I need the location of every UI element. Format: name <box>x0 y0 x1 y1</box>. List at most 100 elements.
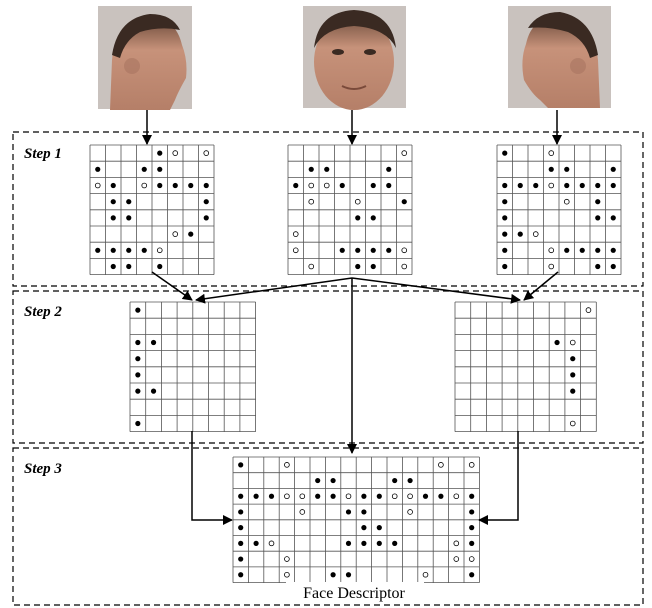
filled-dot <box>610 263 616 270</box>
filled-dot <box>502 215 508 221</box>
arrow-right-grid-to-step2-right <box>523 271 559 301</box>
filled-dot <box>238 540 244 546</box>
filled-dot <box>293 182 299 189</box>
filled-dot <box>110 182 116 189</box>
hollow-dot <box>345 493 352 500</box>
filled-dot <box>392 540 398 546</box>
filled-dot <box>361 540 367 546</box>
filled-dot <box>469 525 475 531</box>
hollow-dot <box>284 571 290 578</box>
filled-dot <box>502 247 508 253</box>
step-2-box <box>12 290 644 444</box>
filled-dot <box>355 263 361 270</box>
filled-dot <box>157 166 163 172</box>
hollow-dot <box>563 198 570 205</box>
filled-dot <box>150 339 157 346</box>
filled-dot <box>564 182 570 189</box>
filled-dot <box>172 182 178 189</box>
caption-backdrop <box>286 582 424 602</box>
arrow-step2-right-to-descriptor <box>478 431 519 525</box>
filled-dot <box>533 182 539 189</box>
step-3-descriptor-grid <box>232 456 480 583</box>
step-3-label: Step 3 <box>24 461 62 477</box>
filled-dot <box>308 166 314 172</box>
face-right-profile-photo <box>508 6 611 108</box>
filled-dot <box>361 493 367 499</box>
hollow-dot <box>284 462 290 468</box>
filled-dot <box>345 509 352 515</box>
filled-dot <box>610 247 616 253</box>
filled-dot <box>376 540 382 546</box>
hollow-dot <box>468 462 475 468</box>
filled-dot <box>370 182 376 189</box>
filled-dot <box>135 339 141 346</box>
filled-dot <box>355 215 361 221</box>
filled-dot <box>203 199 209 205</box>
filled-dot <box>135 356 141 362</box>
filled-dot <box>595 263 601 270</box>
filled-dot <box>141 166 147 172</box>
hollow-dot <box>308 182 315 189</box>
hollow-dot <box>548 182 555 189</box>
hollow-dot <box>422 571 429 578</box>
filled-dot <box>422 493 429 499</box>
filled-dot <box>238 462 244 468</box>
hollow-dot <box>292 231 299 237</box>
filled-dot <box>203 182 209 189</box>
filled-dot <box>361 509 367 515</box>
filled-dot <box>238 525 244 531</box>
filled-dot <box>610 215 616 221</box>
hollow-dot <box>401 247 408 254</box>
filled-dot <box>438 493 444 499</box>
filled-dot <box>330 493 336 499</box>
hollow-dot <box>268 540 275 547</box>
filled-dot <box>253 493 259 499</box>
filled-dot <box>610 166 616 172</box>
face-descriptor-caption: Face Descriptor <box>303 585 405 602</box>
filled-dot <box>392 477 398 484</box>
hollow-dot <box>407 493 413 500</box>
step-1-center-grid <box>287 144 413 276</box>
filled-dot <box>502 199 508 205</box>
filled-dot <box>595 215 601 221</box>
filled-dot <box>339 182 345 189</box>
hollow-dot <box>284 556 290 562</box>
filled-dot <box>95 166 101 172</box>
hollow-dot <box>354 198 361 205</box>
hollow-dot <box>569 420 576 427</box>
step-2-left-grid <box>129 301 257 433</box>
hollow-dot <box>299 509 306 515</box>
hollow-dot <box>203 150 210 156</box>
hollow-dot <box>453 540 460 547</box>
filled-dot <box>110 199 116 205</box>
filled-dot <box>110 215 116 221</box>
filled-dot <box>141 247 147 253</box>
filled-dot <box>579 247 585 253</box>
face-frontal-photo <box>303 6 406 110</box>
filled-dot <box>370 263 376 270</box>
filled-dot <box>570 388 576 394</box>
filled-dot <box>361 525 367 531</box>
filled-dot <box>517 182 523 189</box>
filled-dot <box>157 182 163 189</box>
face-left-profile-photo <box>98 6 192 110</box>
arrow-center-grid-to-step2-left <box>195 277 353 304</box>
filled-dot <box>595 247 601 253</box>
hollow-dot <box>299 493 306 500</box>
hollow-dot <box>569 339 576 346</box>
filled-dot <box>469 493 475 499</box>
filled-dot <box>564 166 570 172</box>
filled-dot <box>135 420 141 427</box>
filled-dot <box>150 388 157 394</box>
filled-dot <box>126 247 132 253</box>
filled-dot <box>135 307 141 313</box>
filled-dot <box>95 247 101 253</box>
filled-dot <box>595 199 601 205</box>
hollow-dot <box>548 247 555 254</box>
filled-dot <box>238 509 244 515</box>
filled-dot <box>324 166 330 172</box>
filled-dot <box>370 215 376 221</box>
filled-dot <box>469 509 475 515</box>
arrow-step2-left-to-descriptor <box>191 431 233 525</box>
